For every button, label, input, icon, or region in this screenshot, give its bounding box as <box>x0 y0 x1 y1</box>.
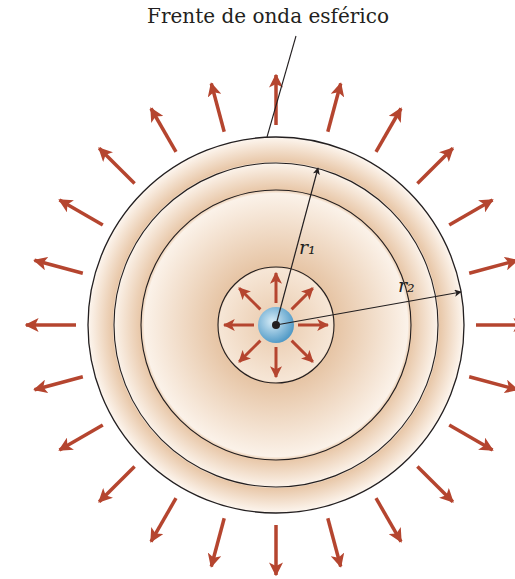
ray-arrow <box>275 273 278 303</box>
ray-arrow <box>26 323 76 327</box>
ray-arrow <box>239 288 260 309</box>
ray-arrow <box>60 200 103 225</box>
radius-label: r₁ <box>299 238 316 257</box>
ray-arrow <box>99 148 134 183</box>
ray-arrow <box>292 341 313 362</box>
ray-arrow <box>469 260 515 273</box>
ray-arrow <box>292 288 313 309</box>
ray-arrow <box>211 84 224 132</box>
radius-vector <box>276 292 461 325</box>
ray-arrow <box>469 377 515 390</box>
ray-arrow <box>476 323 515 327</box>
ray-arrow <box>151 109 176 152</box>
ray-arrow <box>449 425 492 450</box>
ray-arrow <box>274 525 278 575</box>
ray-arrow <box>60 425 103 450</box>
radius-vector <box>276 168 318 325</box>
ray-arrow <box>298 324 328 327</box>
ray-arrow <box>151 498 176 541</box>
wavefront <box>88 137 464 513</box>
ray-arrow <box>35 260 83 273</box>
ray-arrows <box>26 75 515 575</box>
leader-line <box>267 36 296 137</box>
ray-arrow <box>449 200 492 225</box>
ray-arrow <box>239 341 260 362</box>
ray-arrow <box>417 466 452 501</box>
ray-arrow <box>376 109 401 152</box>
ray-arrow <box>275 347 278 377</box>
ray-arrow <box>328 518 341 566</box>
ray-arrow <box>376 498 401 541</box>
ray-arrow <box>211 518 224 566</box>
ray-arrow <box>224 324 254 327</box>
ray-arrow <box>99 466 134 501</box>
callout-label: Frente de onda esférico <box>147 6 389 26</box>
ray-arrow <box>35 377 83 390</box>
ray-arrow <box>417 148 452 183</box>
radius-label: r₂ <box>398 276 415 295</box>
ray-arrow <box>328 84 341 132</box>
